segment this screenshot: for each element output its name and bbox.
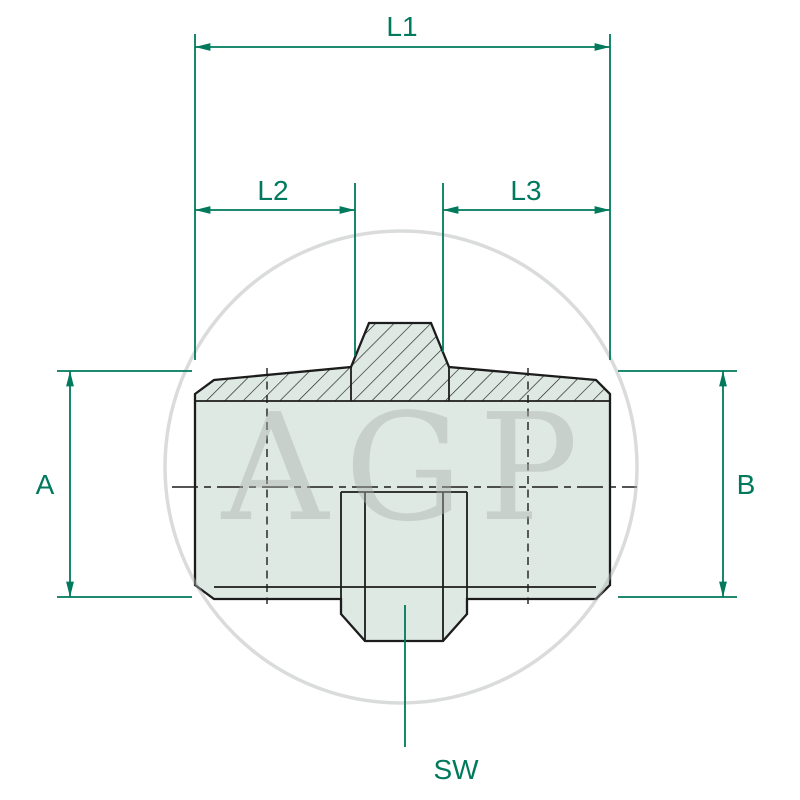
dimension-a-label: A xyxy=(36,469,55,500)
thread-end-dashed-lines xyxy=(266,368,529,604)
dimension-b-label: B xyxy=(737,469,756,500)
watermark: AGP xyxy=(163,229,639,705)
dimension-l3 xyxy=(442,183,610,352)
dimension-l2 xyxy=(194,183,356,356)
watermark-text: AGP xyxy=(221,382,595,554)
dimension-l1 xyxy=(194,34,611,360)
dimension-l2-label: L2 xyxy=(257,175,288,206)
dimension-l1-label: L1 xyxy=(386,11,417,42)
hex-and-thread-edge-lines xyxy=(195,367,610,641)
dimension-a xyxy=(57,370,192,598)
watermark-circle xyxy=(163,229,639,705)
dimension-sw-label: SW xyxy=(433,754,479,785)
dimension-labels: L1 L2 L3 A B SW xyxy=(36,11,756,785)
dimension-lines xyxy=(57,34,737,747)
dimension-b xyxy=(618,370,737,598)
fitting-part xyxy=(172,321,637,643)
dimension-l3-label: L3 xyxy=(510,175,541,206)
thread-hatch-region xyxy=(195,323,610,401)
